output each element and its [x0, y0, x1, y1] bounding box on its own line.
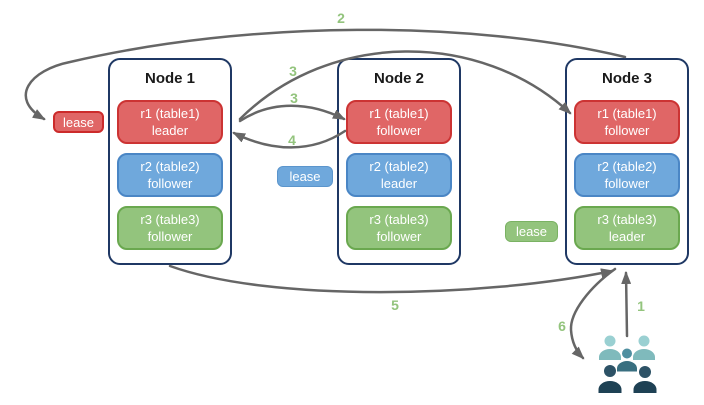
step-label-1: 1 [637, 298, 645, 314]
replica-role: leader [608, 229, 646, 244]
step-label-4: 4 [288, 132, 296, 148]
node-2: Node 2 r1 (table1) follower r2 (table2) … [337, 58, 461, 265]
users-icon [598, 335, 657, 393]
node-2-replica-r2: r2 (table2) leader [346, 153, 452, 197]
replica-name: r3 (table3) [597, 212, 657, 227]
replica-role: follower [604, 123, 650, 138]
replica-role: leader [380, 176, 418, 191]
replica-role: follower [147, 176, 193, 191]
replica-role: follower [147, 229, 193, 244]
replica-name: r3 (table3) [140, 212, 200, 227]
step-label-5: 5 [391, 297, 399, 313]
node-1-replica-r1: r1 (table1) leader [117, 100, 223, 144]
replica-name: r2 (table2) [597, 159, 657, 174]
step-label-3b: 3 [290, 90, 298, 106]
replica-name: r1 (table1) [369, 106, 429, 121]
node-3-replica-r3: r3 (table3) leader [574, 206, 680, 250]
replica-name: r3 (table3) [369, 212, 429, 227]
replica-name: r2 (table2) [369, 159, 429, 174]
node-3: Node 3 r1 (table1) follower r2 (table2) … [565, 58, 689, 265]
node-2-replica-r1: r1 (table1) follower [346, 100, 452, 144]
node-2-replica-r3: r3 (table3) follower [346, 206, 452, 250]
node-1-replica-r3: r3 (table3) follower [117, 206, 223, 250]
replica-role: follower [376, 123, 422, 138]
step-label-3a: 3 [289, 63, 297, 79]
replica-name: r1 (table1) [140, 106, 200, 121]
node-3-replica-r1: r1 (table1) follower [574, 100, 680, 144]
arrow-step-3-node1-to-node2 [238, 104, 346, 123]
replica-role: follower [604, 176, 650, 191]
node-2-title: Node 2 [373, 70, 424, 87]
node-1-title: Node 1 [144, 70, 195, 87]
replica-name: r1 (table1) [597, 106, 657, 121]
lease-tag-r1: lease [53, 111, 104, 133]
arrow-step-6-node3-to-users [569, 267, 617, 360]
step-label-6: 6 [558, 318, 566, 334]
lease-tag-r3: lease [505, 221, 558, 242]
replica-role: follower [376, 229, 422, 244]
arrow-step-5-node1-to-node3 [168, 264, 614, 294]
step-label-2: 2 [337, 10, 345, 26]
replica-name: r2 (table2) [140, 159, 200, 174]
lease-tag-r2: lease [277, 166, 333, 187]
node-3-replica-r2: r2 (table2) follower [574, 153, 680, 197]
node-1: Node 1 r1 (table1) leader r2 (table2) fo… [108, 58, 232, 265]
replica-role: leader [151, 123, 189, 138]
arrow-step-1-users-to-node3 [621, 271, 632, 338]
node-1-replica-r2: r2 (table2) follower [117, 153, 223, 197]
node-3-title: Node 3 [601, 70, 652, 87]
